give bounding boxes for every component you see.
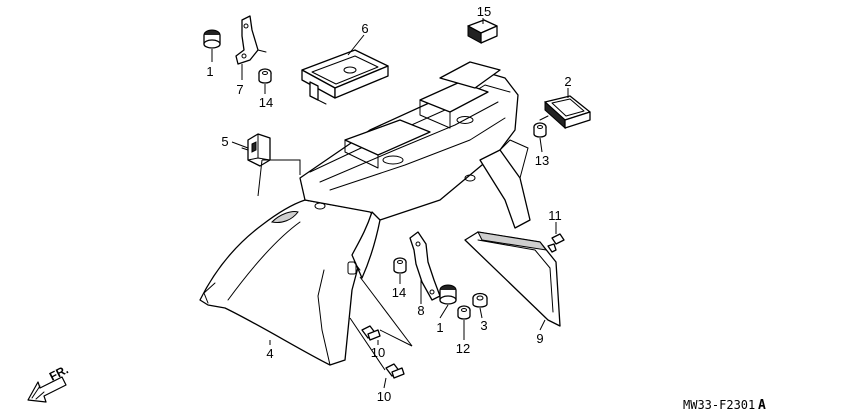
callout-6: 6 [361,21,368,36]
callout-15: 15 [477,4,491,19]
stay-bracket-lower [409,231,441,301]
callout-12: 12 [456,341,470,356]
drawing-code-suffix: A [758,398,766,413]
callout-1-lower: 1 [436,320,443,335]
grommet-lower [439,284,457,305]
callout-14-top: 14 [259,95,273,110]
callout-14-lower: 14 [392,285,406,300]
callout-3: 3 [480,318,487,333]
nut-right [533,122,547,138]
callout-9: 9 [536,331,543,346]
callout-2: 2 [564,74,571,89]
callout-7: 7 [236,82,243,97]
washer-nut [457,305,471,320]
callout-5: 5 [221,134,228,149]
collar [472,292,488,308]
front-direction-arrow: FR. [27,362,71,403]
stay-bracket-top [235,15,267,65]
bolt-10-lower [385,363,405,379]
grommet-top [203,29,221,49]
side-cover [464,231,561,327]
nut-top [258,68,272,84]
leader-lines [211,18,569,389]
callout-13: 13 [535,153,549,168]
connector-holder [241,133,271,167]
callout-11: 11 [548,208,562,223]
bolt-10-upper [361,325,381,341]
callout-10-lower: 10 [377,389,391,404]
direction-label: FR. [47,362,71,383]
rear-fender-assembly [199,61,531,366]
reflector [539,95,591,130]
clip-block [467,19,498,44]
drawing-code-text: MW33-F2301 [683,398,755,412]
bolt-11 [547,233,565,253]
drawing-code: MW33-F2301 A [683,398,766,413]
tool-tray [301,49,389,105]
callout-1-top: 1 [206,64,213,79]
callout-4: 4 [266,346,273,361]
callout-labels: 1 7 14 6 15 2 5 13 11 14 8 1 3 12 9 4 10… [206,4,571,404]
callout-8: 8 [417,303,424,318]
callout-10-upper: 10 [371,345,385,360]
nut-lower [393,257,407,274]
